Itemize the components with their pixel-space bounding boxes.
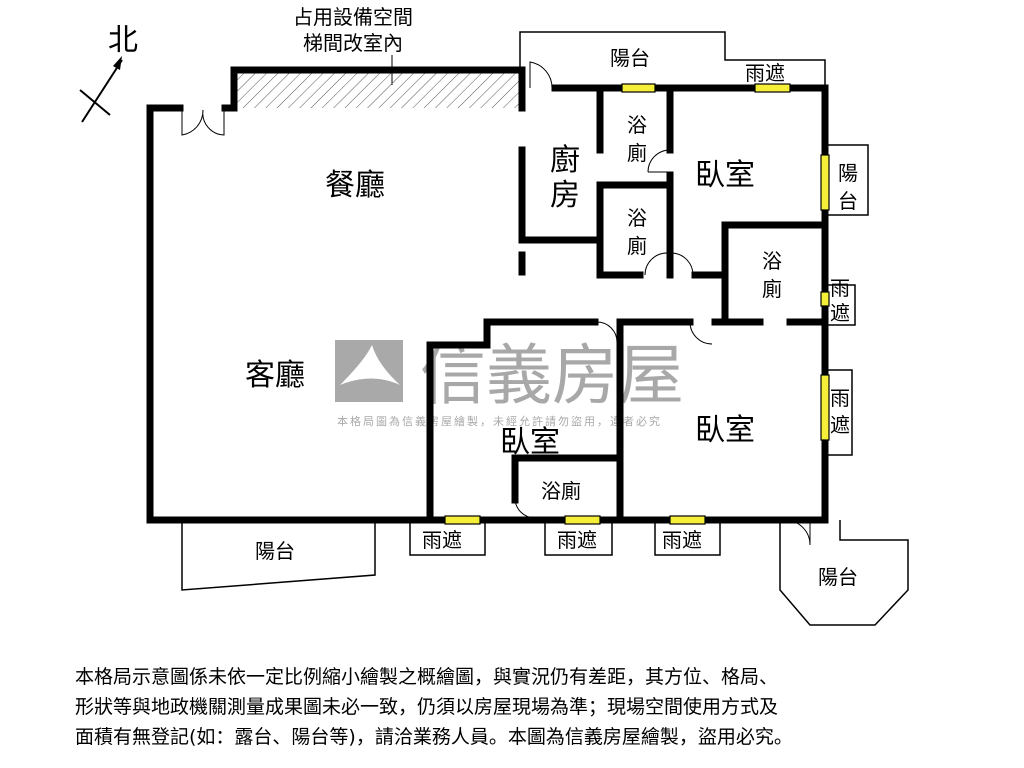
- watermark-notice: 本格局圖為信義房屋繪製，未經允許請勿盜用，違者必究: [337, 414, 662, 428]
- room-bath1: 浴: [627, 113, 647, 137]
- room-bath2-2: 廁: [627, 234, 647, 258]
- doors: [181, 61, 811, 546]
- disclaimer-line2: 形狀等與地政機關測量成果圖未必一致，仍須以房屋現場為準；現場空間使用方式及: [75, 696, 779, 718]
- balcony-bottom-right: 陽台: [818, 565, 858, 589]
- north-label: 北: [108, 23, 138, 58]
- walls: [146, 66, 829, 524]
- disclaimer: 本格局示意圖係未依一定比例縮小繪製之概繪圖，與實況仍有差距，其方位、格局、 形狀…: [75, 662, 975, 752]
- balcony-right-outline: [825, 144, 869, 216]
- canopy-right2-2: 遮: [830, 413, 850, 437]
- annotation-line2: 梯間改室內: [303, 31, 403, 55]
- canopy-bottom1: 雨遮: [422, 528, 462, 552]
- canopy-top: 雨遮: [745, 61, 785, 85]
- canopy-right2-outline: [825, 369, 853, 456]
- balcony-bottom-left: 陽台: [255, 539, 295, 563]
- room-bedroom2: 臥室: [500, 425, 560, 460]
- windows: [444, 83, 830, 525]
- annotation-line1: 占用設備空間: [293, 5, 413, 29]
- canopy-bottom-outlines: [409, 520, 721, 556]
- canopy-right1-outline: [825, 284, 856, 326]
- balcony-bottom-right-outline: [779, 520, 909, 626]
- room-kitchen-2: 房: [550, 178, 580, 213]
- room-kitchen: 廚: [550, 143, 580, 178]
- room-bath2: 浴: [627, 206, 647, 230]
- balcony-top-outline: [519, 31, 826, 88]
- balcony-right: 陽: [838, 161, 858, 185]
- room-bath3: 浴: [762, 249, 782, 273]
- canopy-right1: 雨: [830, 276, 850, 300]
- room-bath1-2: 廁: [627, 141, 647, 165]
- occupied-stair-area: [234, 70, 522, 108]
- canopy-right2: 雨: [830, 386, 850, 410]
- watermark-brand: 信義房屋: [420, 337, 684, 414]
- balcony-right-2: 台: [838, 189, 858, 213]
- canopy-bottom2: 雨遮: [557, 528, 597, 552]
- disclaimer-line1: 本格局示意圖係未依一定比例縮小繪製之概繪圖，與實況仍有差距，其方位、格局、: [75, 666, 779, 688]
- floor-plan: 信義房屋 本格局圖為信義房屋繪製，未經允許請勿盜用，違者必究 北 占用設備空間 …: [79, 5, 909, 626]
- room-bedroom3: 臥室: [695, 413, 755, 448]
- room-bedroom1: 臥室: [695, 158, 755, 193]
- balcony-bottom-left-outline: [181, 520, 376, 591]
- north-compass: 北: [79, 23, 138, 123]
- room-bath4: 浴廁: [541, 479, 581, 503]
- canopy-right1-2: 遮: [830, 301, 850, 325]
- canopy-bottom3: 雨遮: [662, 528, 702, 552]
- watermark: 信義房屋 本格局圖為信義房屋繪製，未經允許請勿盜用，違者必究: [335, 337, 684, 428]
- balcony-top: 陽台: [610, 46, 650, 70]
- room-dining: 餐廳: [325, 168, 385, 203]
- room-bath3-2: 廁: [762, 277, 782, 301]
- room-living: 客廳: [245, 358, 305, 393]
- disclaimer-line3: 面積有無登記(如：露台、陽台等)，請洽業務人員。本圖為信義房屋繪製，盜用必究。: [75, 726, 793, 748]
